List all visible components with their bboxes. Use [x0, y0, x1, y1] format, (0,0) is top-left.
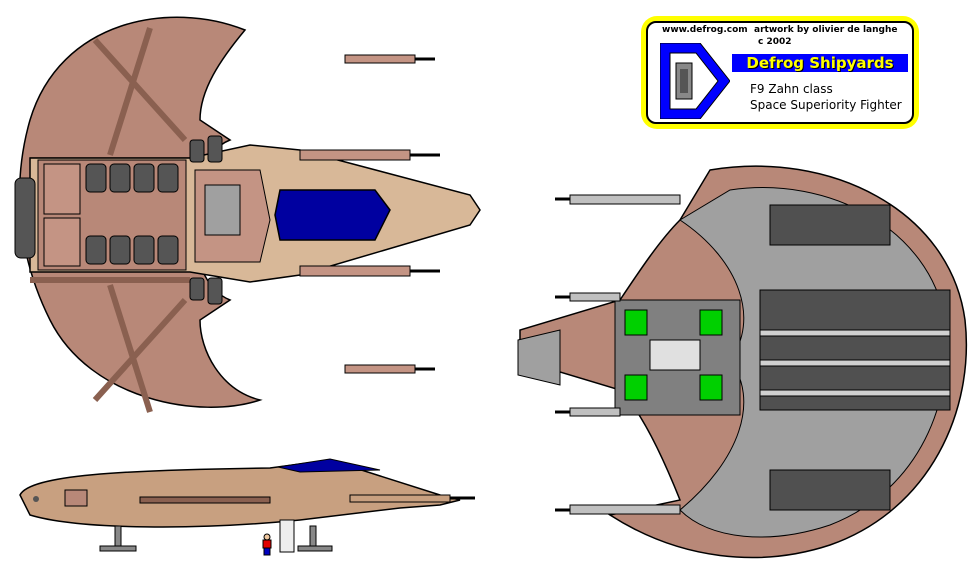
side-view-drawing — [19, 458, 475, 556]
model-line-2: Space Superiority Fighter — [750, 98, 902, 112]
pilot-figure-icon — [262, 533, 272, 556]
top-canopy — [274, 189, 391, 241]
landing-gear — [99, 519, 333, 553]
hatch-left-upper — [43, 163, 81, 215]
artwork-credit: artwork by olivier de langhe — [754, 25, 898, 35]
side-hatch — [64, 489, 88, 507]
cutaway-view-drawing — [517, 165, 968, 559]
top-view-drawing — [14, 16, 481, 413]
model-text: F9 Zahn class Space Superiority Fighter — [750, 81, 902, 113]
plate-header: www.defrog.com artwork by olivier de lan… — [662, 25, 898, 35]
cockpit-frame — [204, 184, 241, 236]
side-canopy — [277, 458, 381, 473]
side-cannons — [349, 494, 475, 503]
title-plate: www.defrog.com artwork by olivier de lan… — [641, 16, 919, 129]
conduits — [759, 329, 951, 397]
model-line-1: F9 Zahn class — [750, 82, 833, 96]
defrog-d-logo-icon — [660, 43, 730, 119]
website-text: www.defrog.com — [662, 25, 748, 35]
cockpit-floor — [649, 339, 701, 371]
vent-grilles — [14, 135, 223, 305]
wing-panel-lines — [30, 27, 190, 413]
brand-banner: Defrog Shipyards — [732, 54, 908, 72]
side-stripe — [139, 496, 271, 504]
control-consoles — [624, 309, 723, 401]
title-plate-inner: www.defrog.com artwork by olivier de lan… — [646, 21, 914, 124]
cutaway-cannons — [555, 194, 681, 515]
top-cannons — [299, 54, 440, 374]
hatch-left-lower — [43, 217, 81, 267]
copyright-text: c 2002 — [758, 37, 792, 47]
cutaway-nose — [517, 329, 561, 386]
side-porthole — [33, 496, 39, 502]
